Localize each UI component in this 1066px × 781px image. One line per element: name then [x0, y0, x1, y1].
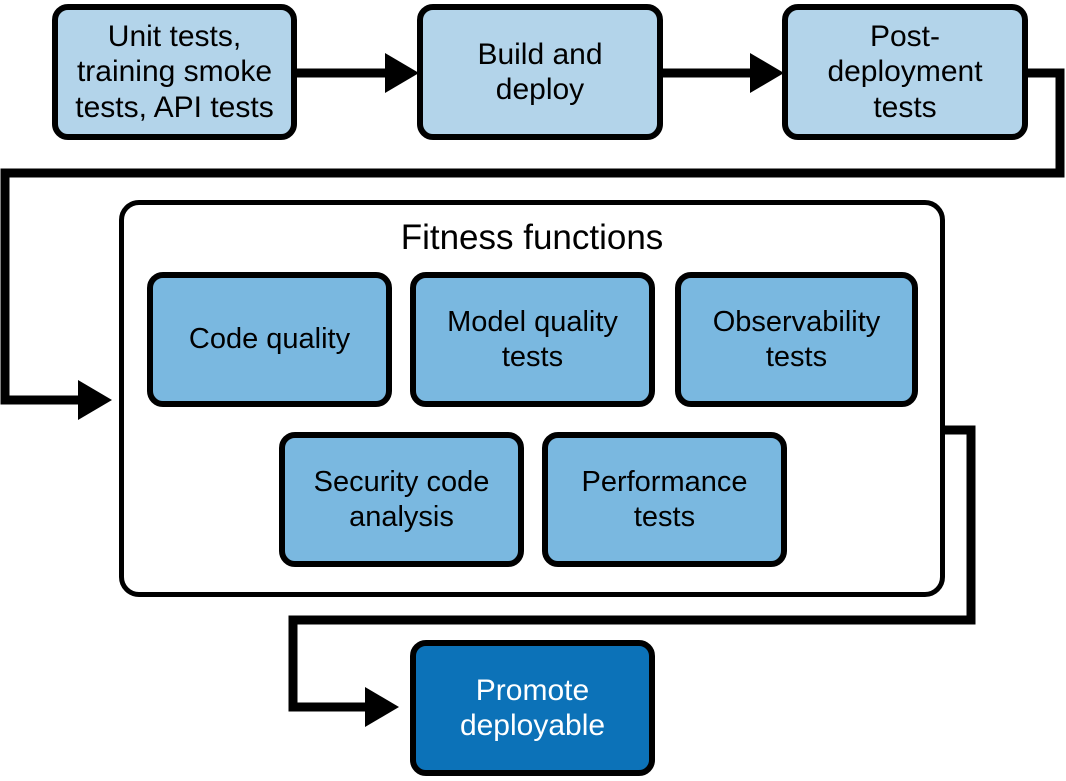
- promote-deployable-label: Promote deployable: [459, 673, 606, 742]
- stage-build-and-deploy[interactable]: Build and deploy: [417, 4, 663, 140]
- stage-post-deployment-tests[interactable]: Post-deployment tests: [782, 4, 1028, 140]
- fitness-item-security-code-analysis[interactable]: Security code analysis: [279, 432, 524, 567]
- fitness-functions-group: [119, 200, 945, 597]
- stage-unit-tests-label: Unit tests, training smoke tests, API te…: [75, 19, 274, 124]
- stage-build-and-deploy-label: Build and deploy: [477, 37, 603, 106]
- fitness-item-model-quality-tests-label: Model quality tests: [447, 306, 618, 373]
- fitness-item-performance-tests-label: Performance tests: [581, 466, 748, 533]
- fitness-item-security-code-analysis-label: Security code analysis: [313, 466, 490, 533]
- fitness-item-code-quality[interactable]: Code quality: [147, 272, 392, 407]
- fitness-functions-title: Fitness functions: [400, 218, 664, 257]
- fitness-item-observability-tests[interactable]: Observability tests: [675, 272, 918, 407]
- fitness-item-model-quality-tests[interactable]: Model quality tests: [410, 272, 655, 407]
- stage-post-deployment-tests-label: Post-deployment tests: [827, 19, 983, 124]
- stage-unit-tests[interactable]: Unit tests, training smoke tests, API te…: [52, 4, 297, 140]
- promote-deployable-node[interactable]: Promote deployable: [410, 640, 655, 776]
- connector-unit-tests-to-build: [297, 53, 419, 93]
- fitness-item-performance-tests[interactable]: Performance tests: [542, 432, 787, 567]
- fitness-item-code-quality-label: Code quality: [188, 323, 351, 356]
- fitness-item-observability-tests-label: Observability tests: [712, 306, 881, 373]
- connector-build-to-post-deployment: [663, 53, 784, 93]
